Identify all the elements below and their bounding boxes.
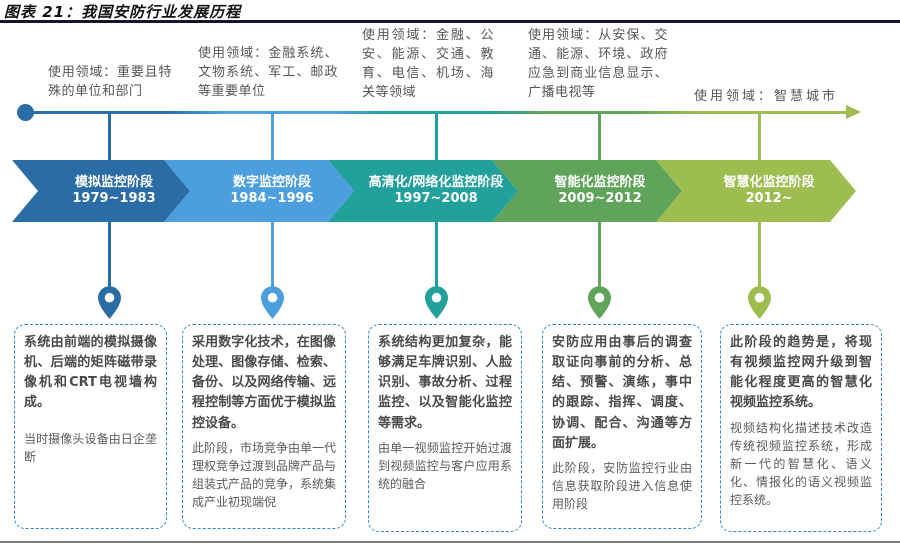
connector-bottom-3: [435, 222, 438, 288]
stage-label-5: 智慧化监控阶段 2012~: [656, 160, 856, 222]
description-main: 采用数字化技术，在图像处理、图像存储、检索、备份、以及网络传输、远程控制等方面优…: [192, 335, 336, 431]
connector-top-1: [108, 112, 111, 160]
stage-years: 1997~2008: [394, 191, 478, 206]
stage-label-4: 智能化监控阶段 2009~2012: [492, 160, 682, 222]
stage-chevron-3: 高清化/网络化监控阶段 1997~2008: [328, 160, 518, 222]
usage-annotation-1: 使用领域：重要且特殊的单位和部门: [48, 65, 172, 99]
stage-chevron-2: 数字监控阶段 1984~1996: [164, 160, 354, 222]
description-box-3: 系统结构更加复杂，能够满足车牌识别、人脸识别、事故分析、过程监控、以及智能化监控…: [368, 324, 522, 532]
usage-annotation-2: 使用领域：金融系统、文物系统、军工、邮政等重要单位: [198, 46, 338, 99]
description-sub: 此阶段，安防监控行业由信息获取阶段进入信息使用阶段: [552, 460, 692, 511]
map-pin-icon-5: [748, 286, 771, 319]
description-sub: 视频结构化描述技术改造传统视频监控系统，形成新一代的智慧化、语义化、情报化的语义…: [730, 420, 872, 507]
connector-top-4: [598, 112, 601, 160]
stage-name: 智能化监控阶段: [554, 175, 646, 190]
description-box-1: 系统由前端的模拟摄像机、后端的矩阵磁带录像机和CRT电视墙构成。 当时摄像头设备…: [14, 324, 167, 529]
usage-annotation-4: 使用领域：从安保、交通、能源、环境、政府应急到商业信息显示、广播电视等: [528, 28, 668, 100]
connector-bottom-1: [108, 222, 111, 288]
description-box-2: 采用数字化技术，在图像处理、图像存储、检索、备份、以及网络传输、远程控制等方面优…: [182, 324, 346, 529]
stage-years: 2012~: [745, 191, 793, 206]
description-box-4: 安防应用由事后的调查取证向事前的分析、总结、预警、演练，事中的跟踪、指挥、调度、…: [542, 324, 702, 529]
map-pin-icon-1: [98, 286, 121, 319]
stage-chevron-5: 智慧化监控阶段 2012~: [656, 160, 856, 222]
description-main: 系统由前端的模拟摄像机、后端的矩阵磁带录像机和CRT电视墙构成。: [24, 335, 157, 411]
connector-bottom-5: [758, 222, 761, 288]
stage-name: 智慧化监控阶段: [723, 175, 815, 190]
stage-name: 高清化/网络化监控阶段: [368, 175, 504, 190]
usage-annotation-5: 使用领域：智慧城市: [694, 89, 839, 104]
stage-chevron-4: 智能化监控阶段 2009~2012: [492, 160, 682, 222]
description-sub: 由单一视频监控开始过渡到视频监控与客户应用系统的融合: [378, 440, 512, 491]
stage-chevron-1: 模拟监控阶段 1979~1983: [12, 160, 190, 222]
connector-top-2: [271, 112, 274, 160]
description-main: 此阶段的趋势是，将现有视频监控网升级到智能化程度更高的智慧化视频监控系统。: [730, 335, 872, 411]
connector-bottom-4: [598, 222, 601, 288]
stage-name: 模拟监控阶段: [74, 175, 153, 190]
map-pin-icon-2: [261, 286, 284, 319]
description-main: 系统结构更加复杂，能够满足车牌识别、人脸识别、事故分析、过程监控、以及智能化监控…: [378, 335, 512, 431]
stage-years: 2009~2012: [558, 191, 642, 206]
connector-top-5: [758, 112, 761, 160]
stage-label-2: 数字监控阶段 1984~1996: [164, 160, 354, 222]
stage-name: 数字监控阶段: [232, 175, 311, 190]
connector-bottom-2: [271, 222, 274, 288]
usage-annotation-3: 使用领域：金融、公安、能源、交通、教育、电信、机场、海关等领域: [362, 28, 494, 100]
stage-label-3: 高清化/网络化监控阶段 1997~2008: [328, 160, 518, 222]
connector-top-3: [435, 112, 438, 160]
map-pin-icon-4: [588, 286, 611, 319]
figure-title: 图表 21：我国安防行业发展历程: [4, 3, 242, 21]
description-sub: 此阶段，市场竞争由单一代理权竞争过渡到品牌产品与组装式产品的竞争，系统集成产业初…: [192, 440, 337, 509]
description-main: 安防应用由事后的调查取证向事前的分析、总结、预警、演练，事中的跟踪、指挥、调度、…: [552, 335, 692, 451]
stage-years: 1979~1983: [72, 191, 156, 206]
stage-label-1: 模拟监控阶段 1979~1983: [12, 160, 190, 222]
stage-years: 1984~1996: [230, 191, 314, 206]
description-box-5: 此阶段的趋势是，将现有视频监控网升级到智能化程度更高的智慧化视频监控系统。 视频…: [720, 324, 882, 532]
bottom-divider: [0, 541, 900, 543]
description-sub: 当时摄像头设备由日企垄断: [24, 431, 157, 464]
timeline-arrowhead-icon: [846, 105, 861, 119]
map-pin-icon-3: [425, 286, 448, 319]
title-underline: [0, 20, 900, 23]
